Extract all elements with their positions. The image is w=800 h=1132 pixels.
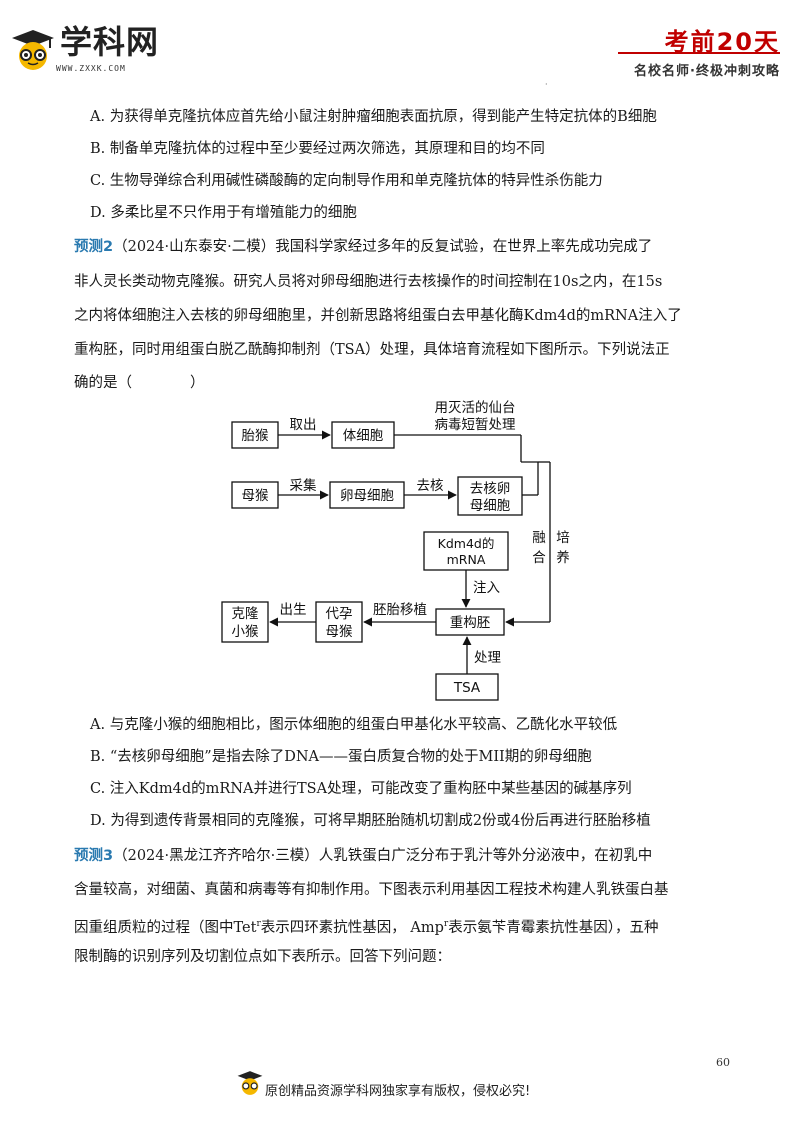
q2-stem-line-4: 重构胚，同时用组蛋白脱乙酰酶抑制剂（TSA）处理，具体培育流程如下图所示。下列说… xyxy=(74,342,670,358)
q2-option-a: A. 与克隆小猴的细胞相比，图示体细胞的组蛋白甲基化水平较高、乙酰化水平较低 xyxy=(90,717,618,733)
q2-option-c: C. 注入Kdm4d的mRNA并进行TSA处理，可能改变了重构胚中某些基因的碱基… xyxy=(90,781,632,797)
label-collect: 采集 xyxy=(290,478,317,494)
label-virus-2: 病毒短暂处理 xyxy=(435,417,516,433)
q3-stem-line-4: 限制酶的识别序列及切割位点如下表所示。回答下列问题： xyxy=(74,949,451,965)
label-kdm-1: Kdm4d的 xyxy=(438,536,495,551)
q2-option-d: D. 为得到遗传背景相同的克隆猴，可将早期胚胎随机切割成2份或4份后再进行胚胎移… xyxy=(90,813,651,829)
label-embryo-transfer: 胚胎移植 xyxy=(373,602,427,618)
q1-option-c: C. 生物导弹综合利用碱性磷酸酶的定向制导作用和单克隆抗体的特异性杀伤能力 xyxy=(90,173,603,189)
footer-mascot-icon xyxy=(237,1071,263,1095)
logo-text: 学科网 xyxy=(60,23,160,61)
enucleated-oocyte-box xyxy=(457,476,523,516)
label-clone-1: 克隆 xyxy=(232,606,259,622)
q2-stem-line-3: 之内将体细胞注入去核的卵母细胞里，并创新思路将组蛋白去甲基化酶Kdm4d的mRN… xyxy=(74,308,682,324)
label-take-out: 取出 xyxy=(290,417,317,433)
label-surrogate-2: 母猴 xyxy=(326,624,353,640)
label-enucleated-1: 去核卵 xyxy=(470,481,511,497)
q2-option-b: B. “去核卵母细胞”是指去除了DNA——蛋白质复合物的处于MII期的卵母细胞 xyxy=(90,749,592,765)
label-culture-1: 培 xyxy=(556,530,570,546)
label-birth: 出生 xyxy=(280,602,307,618)
q1-option-d: D. 多柔比星不只作用于有增殖能力的细胞 xyxy=(90,205,357,221)
label-inject: 注入 xyxy=(473,580,500,596)
q3-stem-line-3: 因重组质粒的过程（图中Tetr表示四环素抗性基因， Ampr表示氨苄青霉素抗性基… xyxy=(74,919,659,936)
q3-badge: 预测3 xyxy=(74,848,114,864)
logo-mascot-icon xyxy=(12,30,54,70)
q1-option-a: A. 为获得单克隆抗体应首先给小鼠注射肿瘤细胞表面抗原，得到能产生特定抗体的B细… xyxy=(90,109,657,125)
label-surrogate-1: 代孕 xyxy=(326,606,353,622)
q3-stem-line-2: 含量较高，对细菌、真菌和病毒等有抑制作用。下图表示利用基因工程技术构建人乳铁蛋白… xyxy=(74,882,669,898)
label-enucleate: 去核 xyxy=(417,478,444,494)
label-oocyte: 卵母细胞 xyxy=(340,488,394,504)
cloning-flow-diagram: 胎猴 取出 体细胞 用灭活的仙台 病毒短暂处理 母猴 采集 卵母细胞 去核 去核… xyxy=(221,400,570,701)
footer-copyright: 原创精品资源学科网独家享有版权，侵权必究! xyxy=(265,1084,531,1099)
header-title: 考前20天 xyxy=(664,28,780,56)
q2-stem-line-2: 非人灵长类动物克隆猴。研究人员将对卵母细胞进行去核操作的时间控制在10s之内，在… xyxy=(74,274,663,290)
label-treat: 处理 xyxy=(474,650,501,666)
q2-stem-line-1: 预测2（2024·山东泰安·二模）我国科学家经过多年的反复试验，在世界上率先成功… xyxy=(74,239,653,255)
label-fetal-monkey: 胎猴 xyxy=(242,428,269,444)
logo-url: WWW.ZXXK.COM xyxy=(56,64,126,73)
q1-option-b: B. 制备单克隆抗体的过程中至少要经过两次筛选，其原理和目的均不同 xyxy=(90,141,545,157)
label-virus-1: 用灭活的仙台 xyxy=(435,400,516,416)
label-fuse-1: 融 xyxy=(532,530,546,546)
clone-monkey-box xyxy=(221,601,269,643)
header-subtitle: 名校名师·终极冲刺攻略 xyxy=(634,64,780,79)
label-enucleated-2: 母细胞 xyxy=(470,498,511,514)
label-clone-2: 小猴 xyxy=(232,624,259,640)
q3-stem-line-1: 预测3（2024·黑龙江齐齐哈尔·三模）人乳铁蛋白广泛分布于乳汁等外分泌液中，在… xyxy=(74,848,653,864)
label-culture-2: 养 xyxy=(556,550,570,566)
page-number: 60 xyxy=(716,1056,730,1069)
label-tsa: TSA xyxy=(453,680,481,696)
label-somatic-cell: 体细胞 xyxy=(343,428,384,444)
q2-badge: 预测2 xyxy=(74,239,114,255)
header-divider xyxy=(618,52,780,54)
q2-stem-line-5: 确的是（ ） xyxy=(74,375,205,391)
decorative-dot: · xyxy=(545,80,548,89)
label-reconstructed: 重构胚 xyxy=(450,615,491,631)
label-fuse-2: 合 xyxy=(532,550,546,566)
label-mother-monkey: 母猴 xyxy=(242,488,269,504)
label-kdm-2: mRNA xyxy=(447,552,486,567)
